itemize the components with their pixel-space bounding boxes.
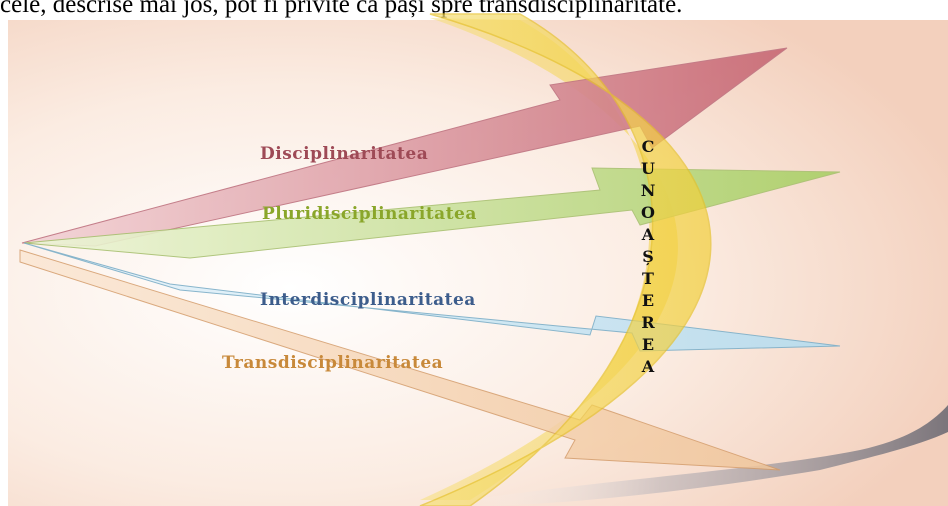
shadow-swoosh [470, 405, 948, 506]
knowledge-letter: E [642, 291, 654, 310]
knowledge-letter: R [641, 313, 655, 332]
knowledge-letter: A [641, 225, 655, 244]
label-transdisciplinaritatea: Transdisciplinaritatea [222, 353, 443, 373]
arrow-pluridisciplinaritatea [23, 167, 841, 259]
knowledge-letter: Ș [642, 247, 654, 266]
knowledge-letter: T [642, 269, 654, 288]
arrow-disciplinaritatea [21, 47, 788, 247]
diagram-background [8, 20, 948, 506]
knowledge-arc [419, 13, 712, 506]
knowledge-letter: A [641, 357, 655, 376]
knowledge-letter: O [641, 203, 655, 222]
knowledge-letter: E [642, 335, 654, 354]
label-disciplinaritatea: Disciplinaritatea [260, 144, 428, 164]
label-interdisciplinaritatea: Interdisciplinaritatea [260, 290, 476, 310]
knowledge-letter: U [641, 159, 655, 178]
knowledge-letter: C [642, 137, 655, 156]
label-pluridisciplinaritatea: Pluridisciplinaritatea [262, 204, 477, 224]
knowledge-letter: N [641, 181, 656, 200]
